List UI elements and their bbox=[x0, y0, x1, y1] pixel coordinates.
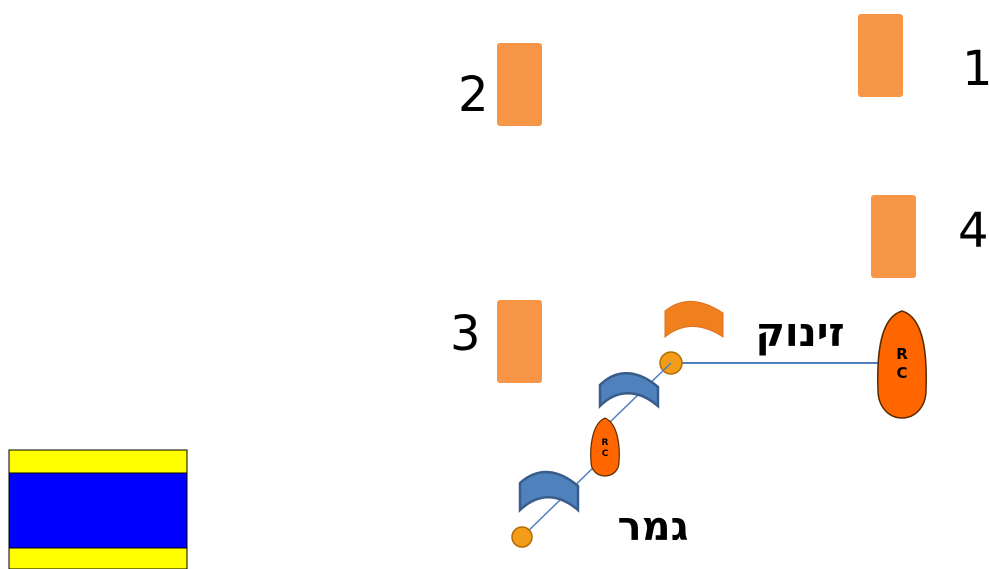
start-line-label: זינוק bbox=[755, 310, 844, 356]
mark-2-label: 2 bbox=[458, 67, 489, 123]
mark-3-icon bbox=[497, 300, 542, 383]
finish-pin-buoy-icon bbox=[511, 526, 533, 548]
finish-flag-lower-icon bbox=[518, 470, 580, 513]
start-rc-boat-letter-r: R bbox=[896, 345, 908, 363]
finish-line bbox=[521, 464, 597, 538]
finish-flag-upper-icon bbox=[598, 371, 660, 410]
mark-1-label: 1 bbox=[962, 41, 990, 97]
finish-rc-boat-icon: R C bbox=[590, 417, 620, 477]
mark-4-icon bbox=[871, 195, 916, 278]
finish-rc-boat-letter-c: C bbox=[602, 449, 609, 459]
finish-rc-boat-letter-r: R bbox=[602, 438, 609, 448]
mark-4-label: 4 bbox=[958, 203, 989, 259]
yellow-blue-yellow-flag-icon bbox=[8, 449, 188, 569]
start-rc-boat-icon: R C bbox=[877, 310, 927, 419]
finish-line-label: גמר bbox=[618, 504, 689, 550]
start-flag-icon bbox=[664, 300, 724, 339]
mark-2-icon bbox=[497, 43, 542, 126]
mark-3-label: 3 bbox=[450, 306, 481, 362]
mark-1-icon bbox=[858, 14, 903, 97]
start-rc-boat-letter-c: C bbox=[896, 364, 907, 382]
